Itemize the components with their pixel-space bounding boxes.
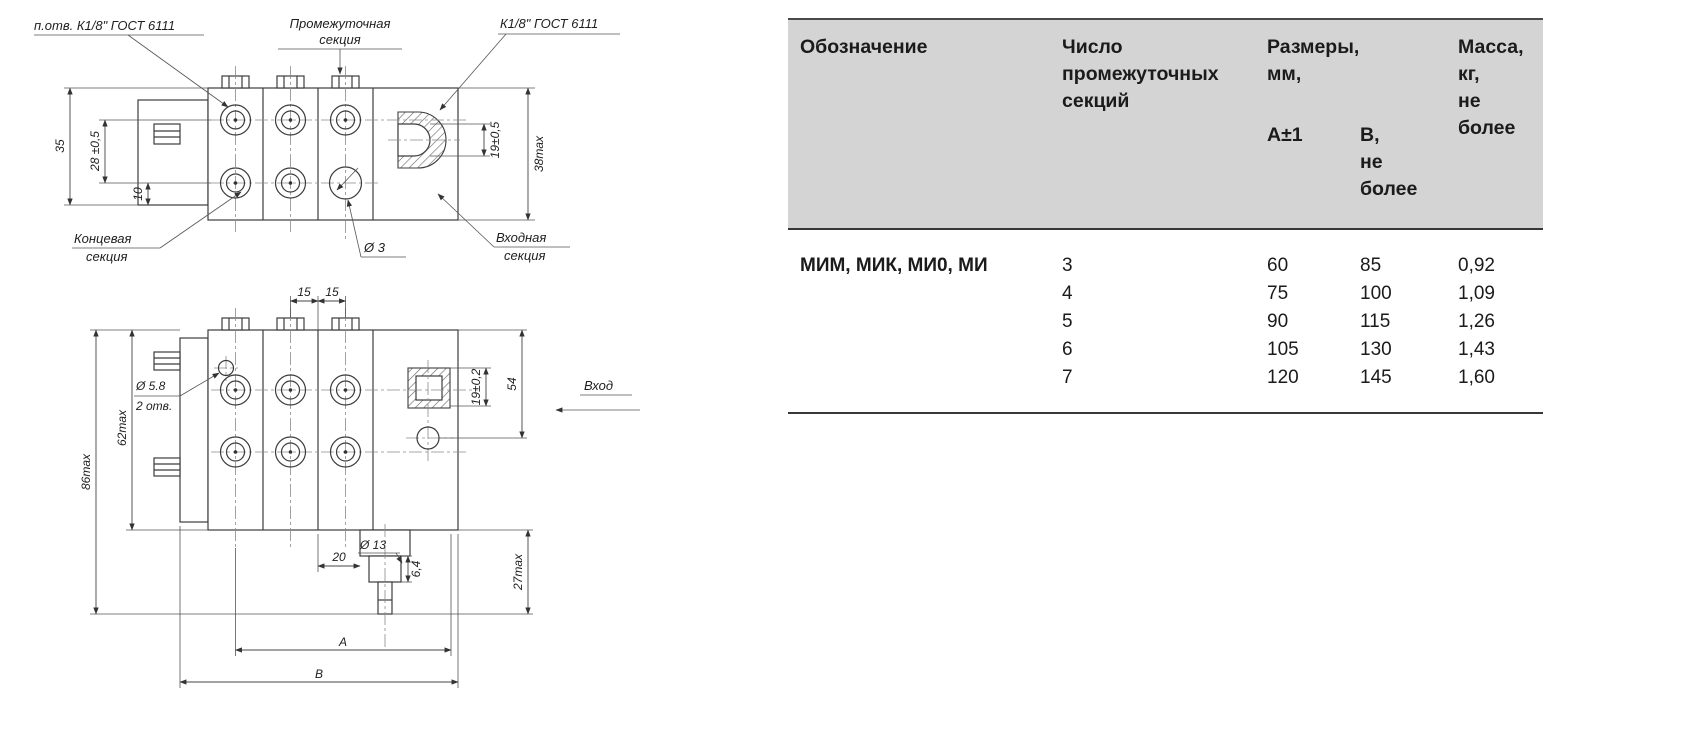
drain-hole — [328, 166, 363, 200]
dim-19-02: 19±0,2 — [469, 368, 483, 405]
dim-15-right: 15 — [325, 285, 339, 299]
dim-b-label: B — [315, 667, 323, 681]
label-dia58: Ø 5.8 — [135, 379, 166, 393]
cell-sections: 6 — [1062, 339, 1073, 360]
dim-10: 10 — [131, 187, 145, 201]
cell-mass: 1,09 — [1458, 283, 1495, 304]
cell-dim-a: 105 — [1267, 339, 1299, 360]
dim-27max: 27max — [511, 553, 525, 591]
table-row: 5 90 115 1,26 — [788, 308, 1543, 336]
label-inlet-section-1: Входная — [496, 230, 546, 245]
header-dimensions: Размеры, мм, — [1267, 36, 1360, 85]
dim-62max: 62max — [115, 409, 129, 446]
label-k18-gost: К1/8" ГОСТ 6111 — [500, 16, 598, 31]
top-view: п.отв. К1/8" ГОСТ 6111 Промежуточная сек… — [34, 16, 620, 264]
cell-sections: 4 — [1062, 283, 1073, 304]
label-dia13: Ø 13 — [359, 538, 386, 552]
cell-dim-a: 90 — [1267, 311, 1289, 332]
cell-dim-a: 75 — [1267, 283, 1289, 304]
dim-20: 20 — [331, 550, 346, 564]
cell-dim-b: 115 — [1360, 311, 1391, 332]
cell-dim-b: 85 — [1360, 255, 1382, 276]
table-row: МИМ, МИК, МИ0, МИ 3 60 85 0,92 — [788, 252, 1543, 280]
label-intermediate-section-2: секция — [319, 32, 361, 47]
header-designation: Обозначение — [800, 36, 928, 58]
cell-mass: 0,92 — [1458, 255, 1495, 276]
cell-dim-b: 100 — [1360, 283, 1392, 304]
dim-19-05: 19±0,5 — [488, 121, 502, 158]
spec-table: Обозначение Число промежуточных секций Р… — [788, 18, 1543, 414]
dim-35: 35 — [53, 139, 67, 153]
outlet-ports-bottom — [217, 359, 440, 468]
label-end-section-1: Концевая — [74, 231, 131, 246]
table-row: 6 105 130 1,43 — [788, 336, 1543, 364]
cell-sections: 5 — [1062, 311, 1073, 332]
bottom-view: Ø 5.8 2 отв. 15 15 86max 62max 19±0,2 54… — [79, 285, 640, 688]
label-intermediate-section-1: Промежуточная — [290, 16, 391, 31]
mounting-hole — [217, 359, 235, 377]
cell-dim-b: 145 — [1360, 367, 1392, 388]
cell-mass: 1,26 — [1458, 311, 1495, 332]
table-body: МИМ, МИК, МИ0, МИ 3 60 85 0,92 4 75 100 … — [788, 230, 1543, 414]
table-header: Обозначение Число промежуточных секций Р… — [788, 18, 1543, 230]
table-row: 4 75 100 1,09 — [788, 280, 1543, 308]
header-dim-b: В, не более — [1360, 124, 1418, 200]
dim-15-left: 15 — [297, 285, 311, 299]
label-inlet-arrow: Вход — [584, 378, 613, 393]
outlet-ports — [219, 104, 363, 200]
label-2-holes: 2 отв. — [135, 399, 172, 413]
header-dim-a: А±1 — [1267, 124, 1303, 146]
cell-dim-a: 120 — [1267, 367, 1299, 388]
label-inlet-section-2: секция — [504, 248, 546, 263]
cell-mass: 1,60 — [1458, 367, 1495, 388]
cell-mass: 1,43 — [1458, 339, 1495, 360]
dim-6-4: 6,4 — [409, 560, 423, 577]
cell-sections: 7 — [1062, 367, 1073, 388]
label-tap-holes: п.отв. К1/8" ГОСТ 6111 — [34, 18, 175, 33]
dim-54: 54 — [505, 377, 519, 391]
header-sections-count: Число промежуточных секций — [1062, 36, 1219, 112]
cell-sections: 3 — [1062, 255, 1073, 276]
dim-38max: 38max — [532, 135, 546, 172]
designation-value: МИМ, МИК, МИ0, МИ — [800, 255, 988, 276]
dim-86max: 86max — [79, 453, 93, 490]
drawing-panel: п.отв. К1/8" ГОСТ 6111 Промежуточная сек… — [8, 0, 708, 744]
header-mass: Масса, кг, не более — [1458, 36, 1524, 139]
dim-a-label: A — [338, 635, 347, 649]
label-end-section-2: секция — [86, 249, 128, 264]
cell-dim-b: 130 — [1360, 339, 1392, 360]
dim-28: 28 ±0,5 — [88, 131, 102, 172]
cell-dim-a: 60 — [1267, 255, 1289, 276]
table-row: 7 120 145 1,60 — [788, 364, 1543, 392]
label-dia3: Ø 3 — [363, 240, 386, 255]
technical-drawing: п.отв. К1/8" ГОСТ 6111 Промежуточная сек… — [34, 16, 640, 688]
